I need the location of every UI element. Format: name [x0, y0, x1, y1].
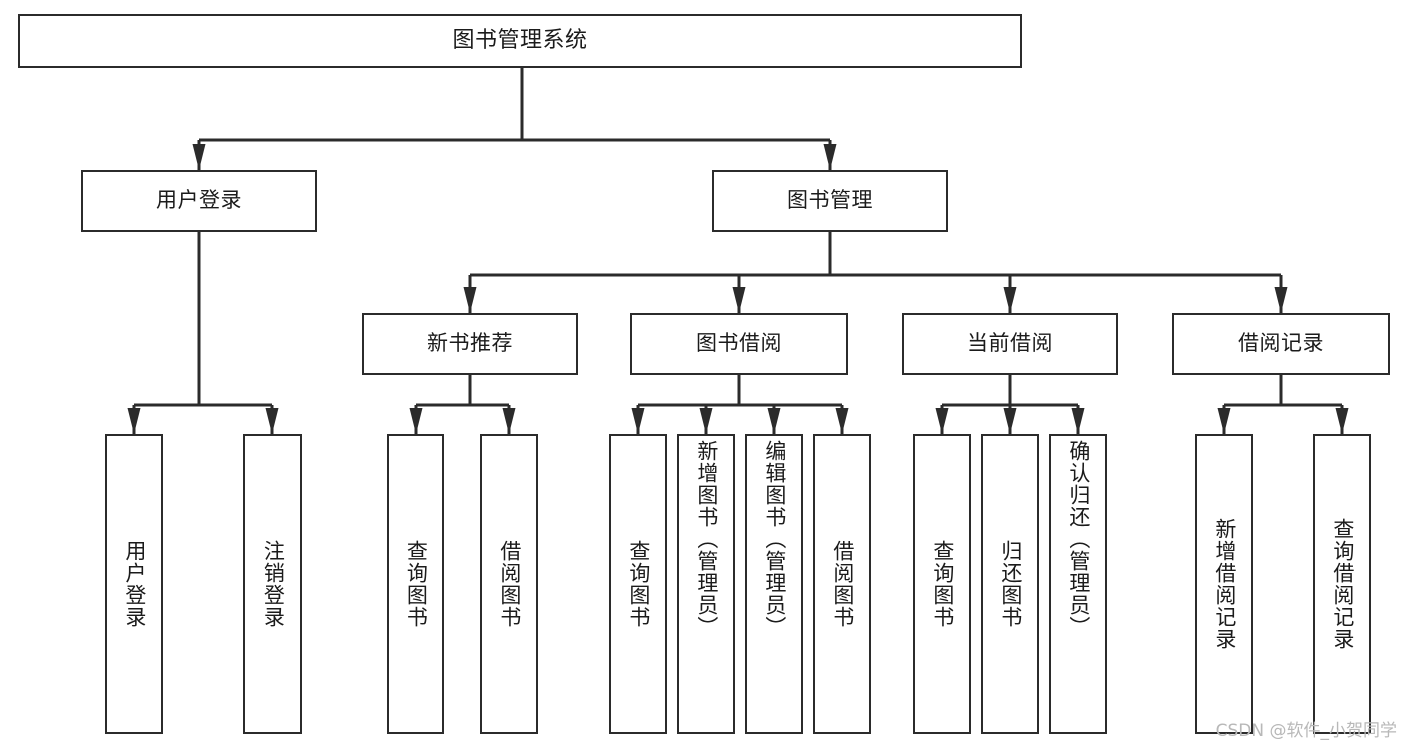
node-leaf-10[interactable]: 确认归还（管理员） — [1049, 434, 1107, 734]
node-leaf-2-label: 查询图书 — [404, 540, 429, 628]
node-leaf-7[interactable]: 借阅图书 — [813, 434, 871, 734]
arrow-leaf-11 — [1217, 408, 1231, 434]
arrow-level3-2 — [1003, 287, 1017, 313]
node-leaf-0-label: 用户登录 — [122, 540, 147, 628]
node-leaf-12-label: 查询借阅记录 — [1330, 518, 1355, 650]
arrow-leaf-8 — [935, 408, 949, 434]
node-leaf-12[interactable]: 查询借阅记录 — [1313, 434, 1371, 734]
arrow-leaf-5 — [699, 408, 713, 434]
node-level3-0[interactable]: 新书推荐 — [362, 313, 578, 375]
node-level3-1-label: 图书借阅 — [696, 331, 782, 356]
arrow-leaf-3 — [502, 408, 516, 434]
node-leaf-1[interactable]: 注销登录 — [243, 434, 302, 734]
arrow-leaf-2 — [409, 408, 423, 434]
node-level3-1[interactable]: 图书借阅 — [630, 313, 848, 375]
node-leaf-6-label: 编辑图书（管理员） — [762, 440, 787, 638]
node-leaf-6[interactable]: 编辑图书（管理员） — [745, 434, 803, 734]
node-root[interactable]: 图书管理系统 — [18, 14, 1022, 68]
node-level3-0-label: 新书推荐 — [427, 331, 513, 356]
node-leaf-7-label: 借阅图书 — [830, 540, 855, 628]
node-level3-3-label: 借阅记录 — [1238, 331, 1324, 356]
node-leaf-0[interactable]: 用户登录 — [105, 434, 163, 734]
node-level3-2-label: 当前借阅 — [967, 331, 1053, 356]
node-leaf-8-label: 查询图书 — [930, 540, 955, 628]
node-level3-2[interactable]: 当前借阅 — [902, 313, 1118, 375]
node-leaf-4[interactable]: 查询图书 — [609, 434, 667, 734]
node-leaf-9[interactable]: 归还图书 — [981, 434, 1039, 734]
arrow-leaf-7 — [835, 408, 849, 434]
arrow-leaf-12 — [1335, 408, 1349, 434]
node-leaf-3[interactable]: 借阅图书 — [480, 434, 538, 734]
node-leaf-8[interactable]: 查询图书 — [913, 434, 971, 734]
node-level2-0[interactable]: 用户登录 — [81, 170, 317, 232]
node-leaf-11-label: 新增借阅记录 — [1212, 518, 1237, 650]
node-leaf-9-label: 归还图书 — [998, 540, 1023, 628]
node-leaf-11[interactable]: 新增借阅记录 — [1195, 434, 1253, 734]
node-leaf-3-label: 借阅图书 — [497, 540, 522, 628]
arrow-level3-3 — [1274, 287, 1288, 313]
arrow-leaf-0 — [127, 408, 141, 434]
arrow-leaf-1 — [265, 408, 279, 434]
arrow-leaf-9 — [1003, 408, 1017, 434]
arrow-leaf-6 — [767, 408, 781, 434]
node-level3-3[interactable]: 借阅记录 — [1172, 313, 1390, 375]
arrow-level3-1 — [732, 287, 746, 313]
arrow-level3-0 — [463, 287, 477, 313]
node-root-label: 图书管理系统 — [452, 27, 588, 53]
node-leaf-1-label: 注销登录 — [261, 540, 286, 628]
arrow-level2-1 — [823, 144, 837, 170]
arrow-level2-0 — [192, 144, 206, 170]
node-level2-1-label: 图书管理 — [787, 188, 873, 213]
arrow-leaf-4 — [631, 408, 645, 434]
node-leaf-5[interactable]: 新增图书（管理员） — [677, 434, 735, 734]
node-leaf-5-label: 新增图书（管理员） — [694, 440, 719, 638]
node-leaf-4-label: 查询图书 — [626, 540, 651, 628]
node-leaf-10-label: 确认归还（管理员） — [1066, 440, 1091, 638]
node-level2-1[interactable]: 图书管理 — [712, 170, 948, 232]
arrow-leaf-10 — [1071, 408, 1085, 434]
node-leaf-2[interactable]: 查询图书 — [387, 434, 444, 734]
node-level2-0-label: 用户登录 — [156, 188, 242, 213]
